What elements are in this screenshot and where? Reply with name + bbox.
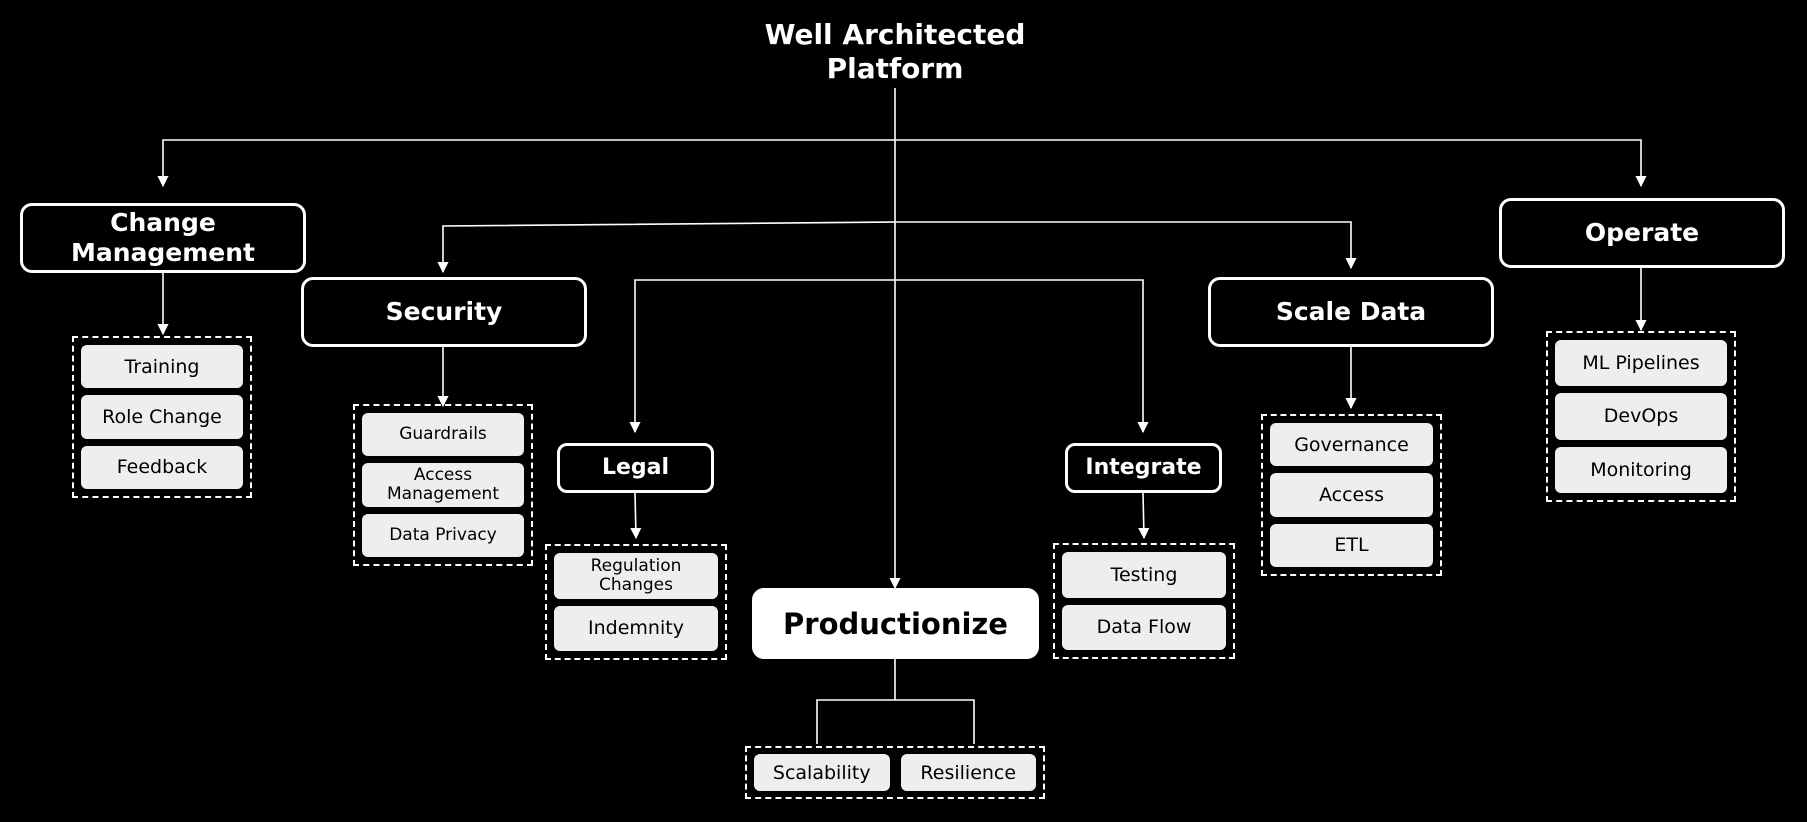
legal-items: Regulation Changes Indemnity — [545, 544, 727, 660]
operate-items: ML Pipelines DevOps Monitoring — [1546, 331, 1736, 502]
connector-legal — [629, 279, 895, 434]
connector-integrate — [895, 279, 1149, 434]
pillar-operate: Operate — [1499, 198, 1785, 268]
item-guardrails: Guardrails — [362, 413, 524, 457]
item-etl: ETL — [1270, 523, 1433, 567]
item-indemnity: Indemnity — [554, 605, 718, 651]
item-resilience: Resilience — [900, 754, 1036, 791]
item-access-management: Access Management — [362, 463, 524, 507]
pillar-change-management: Change Management — [20, 203, 306, 273]
security-items: Guardrails Access Management Data Privac… — [353, 404, 533, 566]
item-testing: Testing — [1062, 552, 1226, 598]
item-training: Training — [81, 345, 243, 389]
connector-change-management — [157, 139, 895, 188]
item-role-change: Role Change — [81, 395, 243, 439]
pillar-productionize: Productionize — [752, 588, 1039, 659]
connector-integrate-items — [1138, 491, 1150, 540]
pillar-scale-data: Scale Data — [1208, 277, 1494, 347]
item-monitoring: Monitoring — [1555, 446, 1727, 493]
pillar-security: Security — [301, 277, 587, 347]
item-feedback: Feedback — [81, 445, 243, 489]
item-devops: DevOps — [1555, 393, 1727, 440]
scale-data-items: Governance Access ETL — [1261, 414, 1442, 576]
item-access: Access — [1270, 473, 1433, 517]
item-scalability: Scalability — [754, 754, 890, 791]
integrate-items: Testing Data Flow — [1053, 543, 1235, 659]
connector-security — [437, 221, 896, 274]
item-data-flow: Data Flow — [1062, 604, 1226, 650]
pillar-legal: Legal — [557, 443, 714, 493]
connector-operate — [895, 139, 1647, 188]
connector-scale-data — [895, 221, 1357, 270]
connector-legal-items — [630, 491, 642, 540]
item-ml-pipelines: ML Pipelines — [1555, 340, 1727, 387]
productionize-items: Scalability Resilience — [745, 746, 1045, 799]
connector-productionize-split — [816, 699, 975, 744]
pillar-integrate: Integrate — [1065, 443, 1222, 493]
item-data-privacy: Data Privacy — [362, 513, 524, 557]
item-regulation-changes: Regulation Changes — [554, 553, 718, 599]
diagram-title: Well Architected Platform — [764, 18, 1026, 85]
item-governance: Governance — [1270, 423, 1433, 467]
change-management-items: Training Role Change Feedback — [72, 336, 252, 498]
